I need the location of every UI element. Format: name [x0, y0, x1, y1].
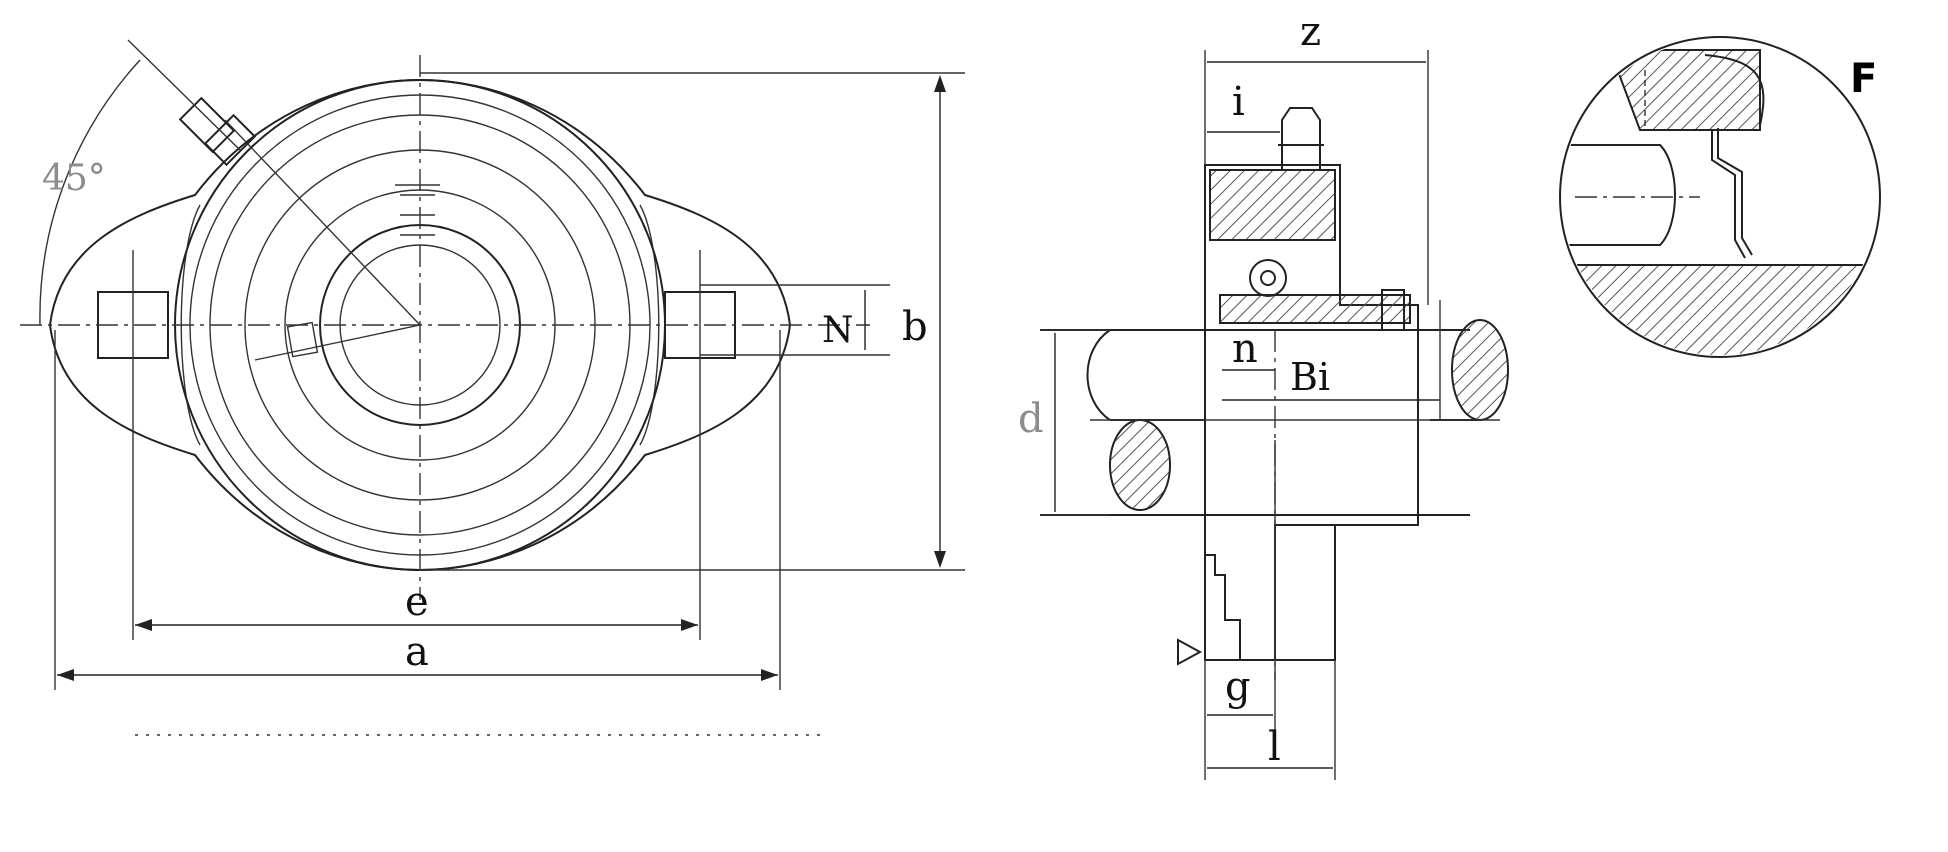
dim-z-label: z [1300, 9, 1321, 55]
shaft-stub [1562, 144, 1676, 246]
housing-hatch-top [1209, 169, 1336, 241]
dim-l-label: l [1268, 724, 1281, 770]
shaft-end-left [1109, 419, 1171, 511]
side-grease-nipple [1278, 107, 1324, 170]
detail-F: F [1559, 36, 1881, 358]
seal-lip [1711, 130, 1746, 259]
angle-arc [39, 59, 141, 326]
detail-bottom-hatch [1562, 264, 1878, 355]
detail-top-hatch [1608, 49, 1761, 131]
detail-circle [1559, 36, 1881, 358]
set-screw [395, 184, 440, 236]
angle-label: 45° [42, 158, 106, 199]
dim-i-label: i [1232, 79, 1245, 125]
dim-n-label: n [1232, 326, 1258, 372]
dim-Bi-label: Bi [1290, 355, 1330, 399]
shaft-end-right [1451, 319, 1509, 421]
dim-g-label: g [1225, 664, 1251, 710]
dim-N-label: N [822, 310, 854, 351]
inner-ring-hatch [1219, 294, 1411, 324]
ball [1249, 259, 1287, 297]
dim-d-label: d [1018, 396, 1044, 442]
dim-e-label: e [405, 579, 429, 625]
dim-a-label: a [405, 629, 429, 675]
side-view: z i n Bi d g l [1018, 9, 1509, 780]
dim-b-label: b [902, 304, 928, 350]
front-view: 45° N b e a [20, 39, 965, 736]
housing-section [1204, 164, 1419, 661]
shaft [1040, 329, 1470, 516]
detail-F-label: F [1850, 56, 1877, 102]
lower-housing [1204, 420, 1336, 661]
